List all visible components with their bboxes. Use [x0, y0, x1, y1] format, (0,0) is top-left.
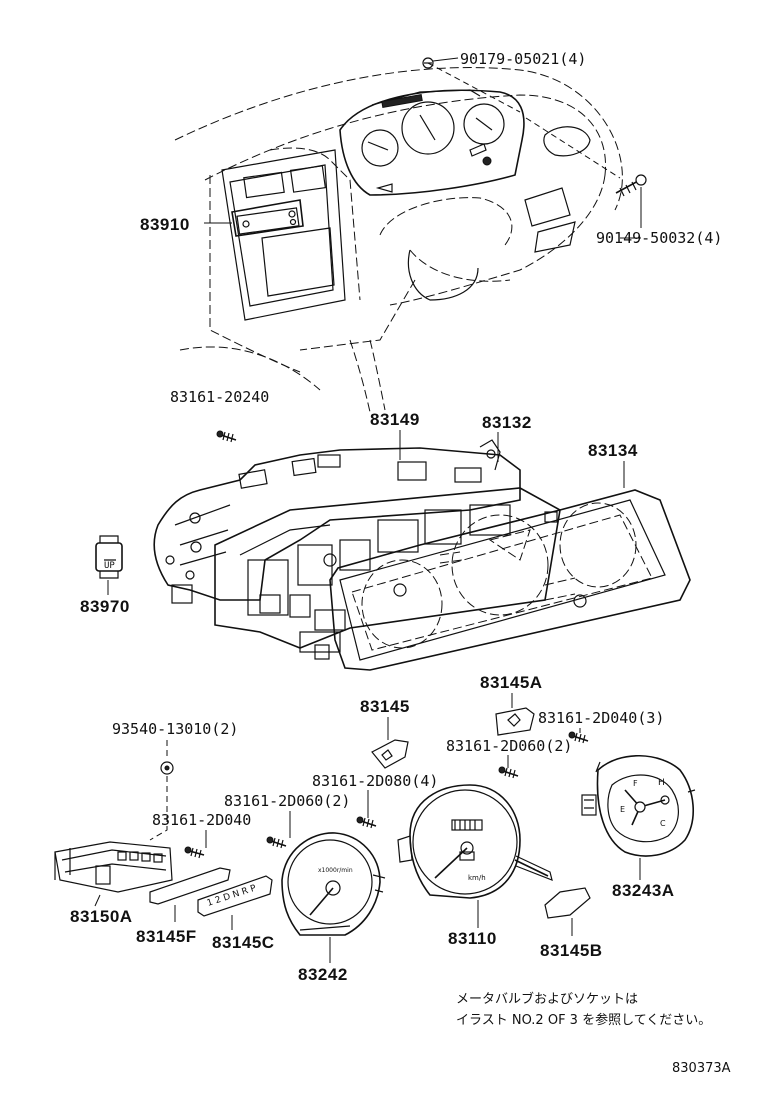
reference-note-line1: メータバルブおよびソケットは — [456, 991, 638, 1007]
combination-meter-assembly — [153, 439, 691, 671]
label-90149-50032: 90149-50032(4) — [596, 229, 722, 247]
screw-icon — [356, 790, 377, 829]
temp-high-text: H — [658, 778, 665, 788]
label-83161-2d040-3: 83161-2D040(3) — [538, 709, 664, 727]
speedometer-83110: km/h — [397, 784, 553, 928]
label-83145b: 83145B — [540, 941, 603, 960]
label-83910: 83910 — [140, 215, 190, 234]
fuel-full-text: F — [633, 779, 638, 788]
screw-icon — [568, 728, 589, 744]
screw-icon — [615, 174, 647, 197]
label-83161-2d080: 83161-2D080(4) — [312, 772, 438, 790]
part-83145f — [149, 867, 231, 922]
dashboard-illustration — [174, 57, 647, 413]
label-83145f: 83145F — [136, 927, 197, 946]
label-83243a: 83243A — [612, 881, 675, 900]
svg-text:UP: UP — [104, 561, 115, 571]
diagram-id: 830373A — [672, 1061, 731, 1076]
label-83110: 83110 — [448, 929, 497, 948]
screw-icon — [216, 430, 237, 443]
socket-83970-part: UP — [95, 535, 123, 579]
screw-icon — [498, 755, 519, 779]
reference-note-line2: イラスト NO.2 OF 3 を参照してください。 — [456, 1012, 711, 1028]
label-83145c: 83145C — [212, 933, 275, 952]
grommet-93540 — [149, 740, 174, 841]
label-83134: 83134 — [588, 441, 638, 460]
label-83161-20240: 83161-20240 — [170, 388, 269, 406]
label-83145: 83145 — [360, 697, 410, 716]
label-83161-2d040: 83161-2D040 — [152, 811, 251, 829]
label-90179-05021: 90179-05021(4) — [460, 50, 586, 68]
part-83145b — [544, 887, 591, 936]
label-83970: 83970 — [80, 597, 130, 616]
screw-icon — [184, 830, 207, 859]
label-83149: 83149 — [370, 410, 420, 429]
temp-cold-text: C — [660, 819, 666, 828]
screw-icon — [266, 811, 291, 849]
speedo-unit-text: km/h — [468, 874, 486, 882]
label-93540-13010: 93540-13010(2) — [112, 720, 238, 738]
label-83150a: 83150A — [70, 907, 133, 926]
label-83145a: 83145A — [480, 673, 543, 692]
part-83150a — [54, 841, 173, 893]
tachometer-83242: x1000r/min — [281, 832, 386, 936]
tach-unit-text: x1000r/min — [318, 867, 353, 874]
label-83161-2d060-2b: 83161-2D060(2) — [224, 792, 350, 810]
label-83161-2d060-2a: 83161-2D060(2) — [446, 737, 572, 755]
part-83243a: H C E F — [581, 754, 696, 880]
fuel-empty-text: E — [620, 805, 625, 814]
part-83145a — [495, 693, 535, 736]
part-83145 — [371, 717, 409, 769]
label-83132: 83132 — [482, 413, 532, 432]
part-labels: 90179-05021(4) 83910 90149-50032(4) 8316… — [70, 50, 722, 984]
label-83242: 83242 — [298, 965, 348, 984]
